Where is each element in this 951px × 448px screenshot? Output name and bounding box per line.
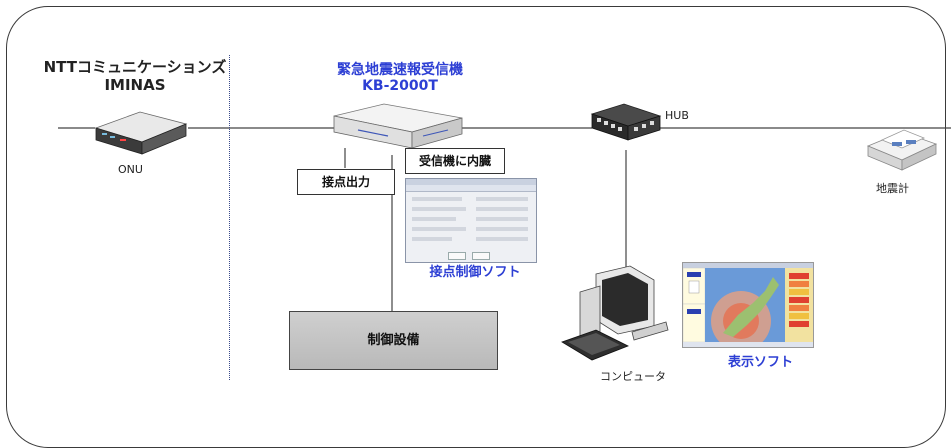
service-name: IMINAS (104, 76, 166, 94)
connection-lines (58, 127, 951, 311)
provider-name: NTTコミュニケーションズ (43, 58, 227, 76)
seismometer-label: 地震計 (876, 182, 909, 195)
control-equipment-box: 制御設備 (289, 311, 498, 370)
display-software-label: 表示ソフト (728, 355, 794, 370)
contact-output-box: 接点出力 (297, 169, 395, 195)
onu-device-icon (94, 111, 188, 155)
provider-label: NTTコミュニケーションズ IMINAS (40, 58, 230, 94)
network-boundary-divider (229, 55, 230, 380)
computer-label: コンピュータ (600, 370, 666, 383)
receiver-name: 緊急地震速報受信機 (337, 62, 463, 78)
onu-label: ONU (118, 163, 143, 176)
receiver-title: 緊急地震速報受信機 KB-2000T (300, 62, 500, 94)
seismometer-icon (866, 129, 938, 171)
contact-control-software-label: 接点制御ソフト (429, 265, 521, 280)
contact-control-software-screenshot (405, 178, 537, 263)
computer-icon (561, 265, 669, 361)
receiver-model: KB-2000T (362, 78, 438, 94)
display-software-screenshot (682, 262, 814, 348)
hub-device-icon (590, 103, 662, 141)
built-in-receiver-box: 受信機に内臓 (405, 148, 505, 174)
hub-label: HUB (665, 109, 689, 122)
receiver-device-icon (333, 103, 463, 149)
